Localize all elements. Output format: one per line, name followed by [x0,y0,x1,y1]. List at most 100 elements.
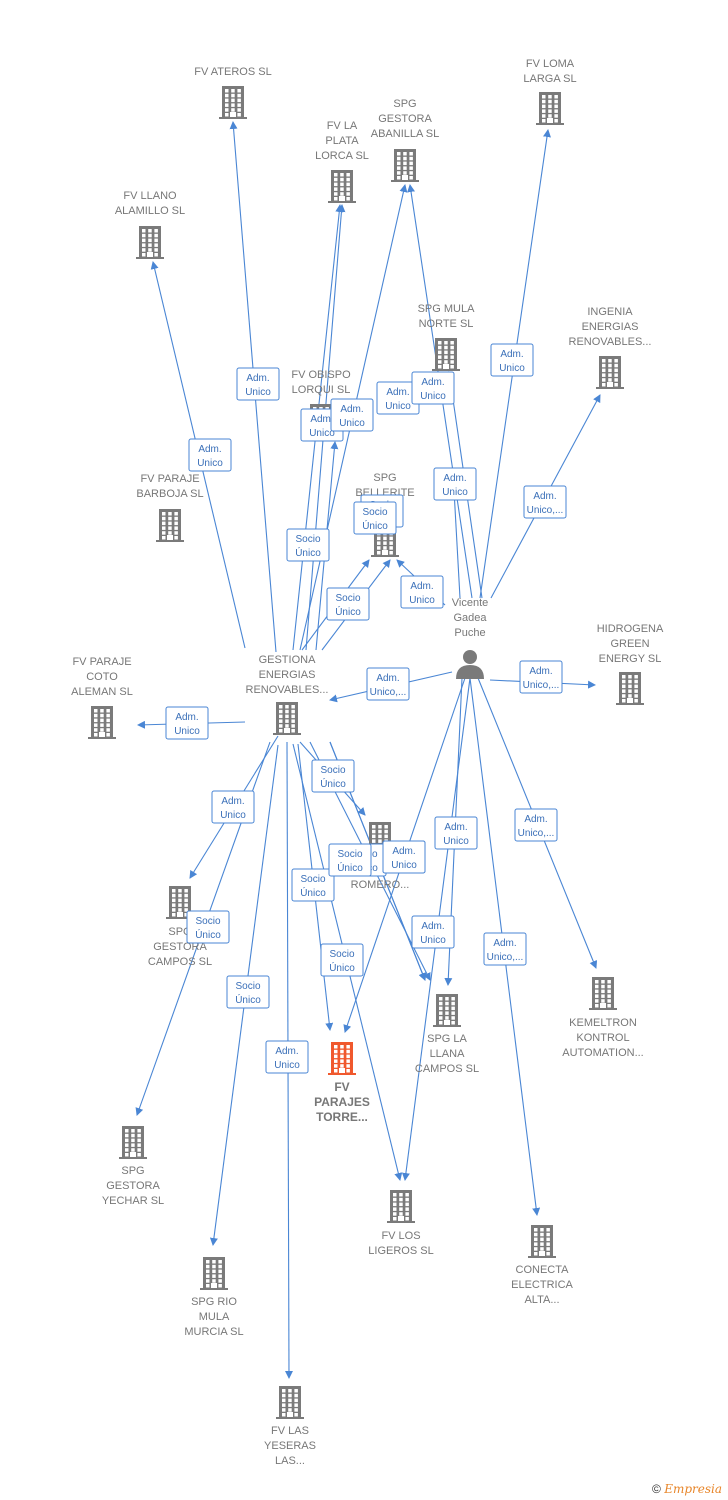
relation-badge[interactable]: Adm.Unico,... [519,660,563,694]
node-gestiona[interactable]: GESTIONAENERGIASRENOVABLES... [246,654,329,735]
relation-badge[interactable]: Adm. Unico,... [514,808,558,842]
relation-badge-text: Unico [420,391,446,402]
relation-badge-text: Único [295,546,321,559]
relation-badge-text: Adm. [533,491,556,502]
node-label: SPG [373,472,396,484]
relation-badge-text: Socio [295,534,320,545]
relation-badge-text: Adm. [444,822,467,833]
building-icon [328,1042,356,1075]
building-icon [273,702,301,735]
building-icon [156,509,184,542]
relation-badge[interactable]: Adm.Unico,... [523,485,567,519]
building-icon [219,86,247,119]
relation-badge[interactable]: Adm.Unico [376,381,420,415]
relation-badge-text: Adm. [310,414,333,425]
relation-badge-text: Unico [197,458,223,469]
node-label: FV PARAJE [72,656,131,668]
relation-badge-text: Adm. [410,581,433,592]
node-parajes[interactable]: FVPARAJESTORRE... [314,1042,370,1124]
relation-badge[interactable]: Adm.Unico [411,371,455,405]
node-ateros[interactable]: FV ATEROS SL [194,66,272,119]
node-label: GREEN [610,638,649,650]
relation-badge-text: Adm. [175,712,198,723]
building-icon [387,1190,415,1223]
node-conecta[interactable]: CONECTAELECTRICAALTA... [511,1225,574,1306]
relation-badge[interactable]: Adm.Unico,... [366,667,410,701]
node-label: SPG MULA [418,303,476,315]
node-label: SPG LA [427,1033,467,1045]
building-icon [136,226,164,259]
node-label: FV LAS [271,1425,309,1437]
relation-badge[interactable]: Adm.Unico [400,575,444,609]
node-label: ALTA... [524,1294,559,1306]
relation-badge[interactable]: Adm.Unico [265,1040,309,1074]
relation-badge-text: Adm. [198,444,221,455]
building-icon [328,170,356,203]
relation-badge-text: Socio [362,507,387,518]
building-icon [616,672,644,705]
relation-badge-text: Socio [235,981,260,992]
building-icon [596,356,624,389]
node-label: FV ATEROS SL [194,66,271,78]
relation-badge[interactable]: Adm.Unico,... [483,932,527,966]
node-label: MURCIA SL [184,1326,243,1338]
edges-layer [135,121,601,1379]
node-kemeltron[interactable]: KEMELTRONKONTROLAUTOMATION... [562,977,644,1059]
relation-badge[interactable]: Adm.Unico [411,915,455,949]
relation-badge[interactable]: Adm.Unico [490,343,534,377]
relation-badge-text: Único [329,961,355,974]
relation-badge-text: Único [337,861,363,874]
relation-badge[interactable]: Adm.Unico [211,790,255,824]
relation-badge[interactable]: Adm.Unico [330,398,374,432]
node-label: LIGEROS SL [368,1245,433,1257]
relation-badge[interactable]: Adm.Unico [165,706,209,740]
edge-labels-layer: Adm.UnicoAdm.UnicoSocioÚnicoSocioÚnicoAd… [165,343,567,1074]
node-ingenia[interactable]: INGENIAENERGIASRENOVABLES... [569,306,652,389]
node-label: LORQUI SL [292,384,351,396]
relation-badge[interactable]: Adm.Unico [236,367,280,401]
building-icon [166,886,194,919]
node-label: CONECTA [516,1264,570,1276]
node-label: GESTORA [106,1180,160,1192]
node-yeseras[interactable]: FV LASYESERASLAS... [264,1386,316,1467]
relation-badge-text: Unico,... [518,828,555,839]
relation-badge-text: Unico [420,935,446,946]
relation-badge-text: Unico [391,860,417,871]
relation-badge-text: Unico [385,401,411,412]
node-label: ENERGIAS [582,321,639,333]
relation-badge-text: Unico [220,810,246,821]
node-label: ENERGIAS [259,669,316,681]
node-label: PLATA [325,135,359,147]
relation-badge[interactable]: Adm. Unico [188,438,232,472]
relation-badge[interactable]: Adm.Unico [434,816,478,850]
node-label: ROMERO... [351,879,410,891]
relation-badge-text: Adm. [340,404,363,415]
relation-badge[interactable]: Adm.Unico [433,467,477,501]
relation-badge[interactable]: Adm.Unico [382,840,426,874]
relation-badge-text: Adm. [524,814,547,825]
